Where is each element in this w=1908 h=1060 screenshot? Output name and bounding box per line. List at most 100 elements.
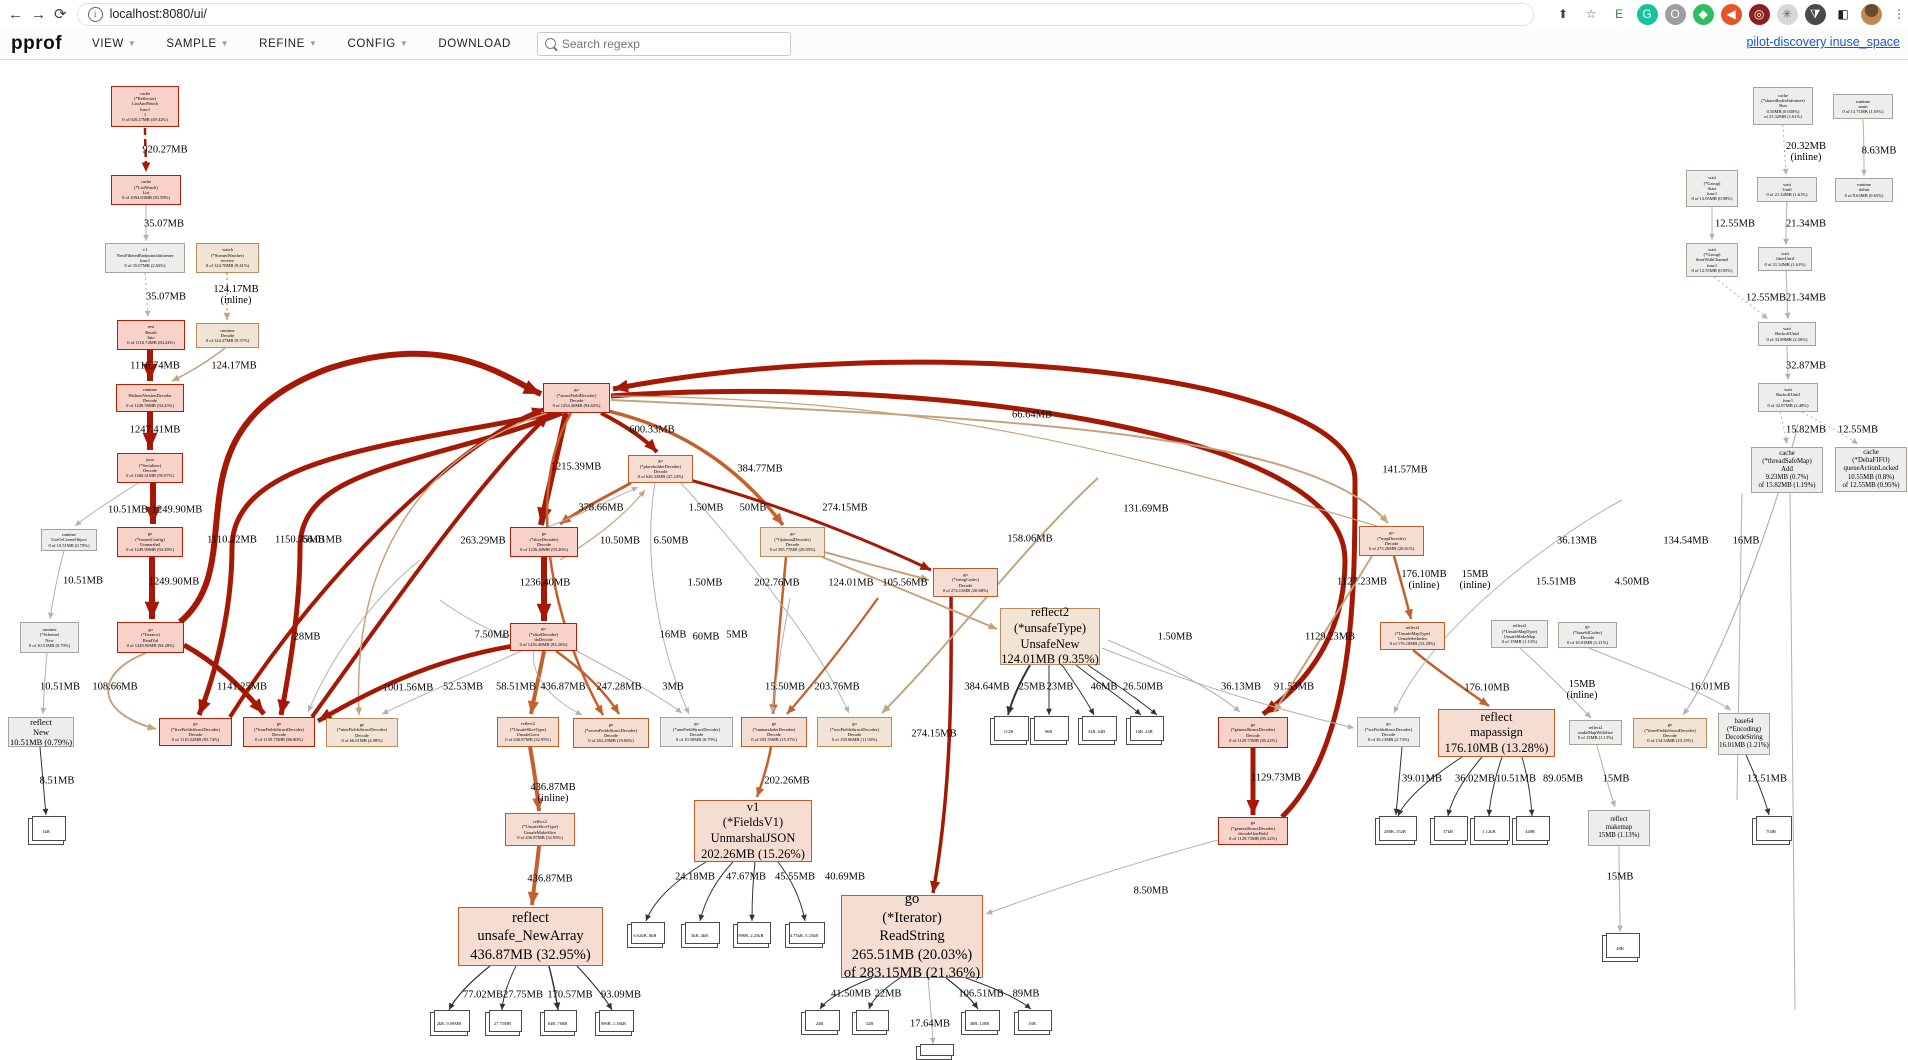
avatar[interactable] xyxy=(1860,3,1882,25)
leaf-64b-768b[interactable]: 64B..768B xyxy=(540,1010,577,1036)
ext-evernote-icon[interactable]: ◆ xyxy=(1692,3,1714,25)
leaf-27-75mb[interactable]: 27.75MB xyxy=(485,1010,522,1036)
menu-view[interactable]: VIEW▼ xyxy=(92,38,136,50)
ext-wheel-icon[interactable]: ✳ xyxy=(1776,3,1798,25)
leaf-32b-64b[interactable]: 32B..64B xyxy=(1078,716,1117,745)
leaf-37kb[interactable]: 37kB xyxy=(1430,816,1468,845)
ext-target-icon[interactable]: ◎ xyxy=(1748,3,1770,25)
ext-megaphone-icon[interactable]: ◀ xyxy=(1720,3,1742,25)
leaf-48b[interactable]: 48B xyxy=(1602,933,1640,962)
leaf-48b-128b[interactable]: 48B..128B xyxy=(961,1010,1000,1035)
leaf-112b[interactable]: 112B xyxy=(990,716,1029,745)
leaf-2kb-9-09mb[interactable]: 2kB..9.09MB xyxy=(430,1010,470,1036)
reflect2-unsafeslicetype-unsafemakeslice[interactable]: reflect2(*UnsafeSliceType)UnsafeMakeSlic… xyxy=(505,813,575,846)
leaf-4-75kb-5-25kb[interactable]: 4.75kB..5.25kB xyxy=(785,922,825,948)
share-icon[interactable]: ⬆ xyxy=(1558,7,1569,21)
ext-ring-icon[interactable]: O xyxy=(1664,3,1686,25)
leaf-16b-24b[interactable]: 16B..24B xyxy=(1126,716,1164,745)
search-box[interactable] xyxy=(536,31,791,56)
address-bar[interactable]: i localhost:8080/ui/ xyxy=(76,2,1534,26)
back-icon[interactable]: ← xyxy=(8,5,23,23)
leaf-3kb-4kb[interactable]: 3kB..4kB xyxy=(681,922,720,948)
menu-sample[interactable]: SAMPLE▼ xyxy=(166,38,229,50)
leaf-32b[interactable]: 32B xyxy=(852,1010,889,1035)
search-input[interactable] xyxy=(559,35,764,52)
leaf-1-12kb[interactable]: 1.12kB xyxy=(1470,816,1510,845)
reload-icon[interactable]: ⟳ xyxy=(54,6,67,23)
leaf-6-62kb-8kb[interactable]: 6.62kB..8kB xyxy=(627,922,665,948)
profile-link[interactable]: pilot-discovery inuse_space xyxy=(1746,35,1900,49)
leaf-896b-2-25kb[interactable]: 896B..2.25kB xyxy=(733,922,771,948)
leaf-96b[interactable]: 96B xyxy=(1030,716,1069,745)
page-info-icon[interactable]: i xyxy=(87,6,103,22)
leaf-288b-352b[interactable]: 288B..352B xyxy=(1375,816,1417,845)
bookmark-star-icon[interactable]: ☆ xyxy=(1585,7,1597,21)
menu-refine[interactable]: REFINE▼ xyxy=(259,38,317,50)
split-window-icon[interactable]: ◧ xyxy=(1837,7,1849,21)
menu-dots-icon[interactable]: ⋮ xyxy=(1893,7,1906,21)
menu-config[interactable]: CONFIG▼ xyxy=(347,38,408,50)
ext-grammarly-icon[interactable]: G xyxy=(1636,3,1658,25)
menu-download[interactable]: DOWNLOAD xyxy=(438,38,511,50)
leaf-448b[interactable]: 448B xyxy=(1512,816,1550,845)
leaf-bottom-cut[interactable] xyxy=(916,1044,954,1060)
ext-puzzle-icon[interactable]: ⧩ xyxy=(1804,3,1826,25)
leaf-24b[interactable]: 24B xyxy=(801,1010,840,1035)
leaf-16b[interactable]: 16B xyxy=(1014,1010,1052,1035)
forward-icon[interactable]: → xyxy=(31,5,46,23)
leaf-896b-1-38kb[interactable]: 896B..1.38kB xyxy=(595,1010,634,1036)
leaf-1kb[interactable]: 1kB xyxy=(28,816,66,845)
ext-editor-icon[interactable]: E xyxy=(1608,3,1630,25)
url-text[interactable]: localhost:8080/ui/ xyxy=(109,7,207,21)
